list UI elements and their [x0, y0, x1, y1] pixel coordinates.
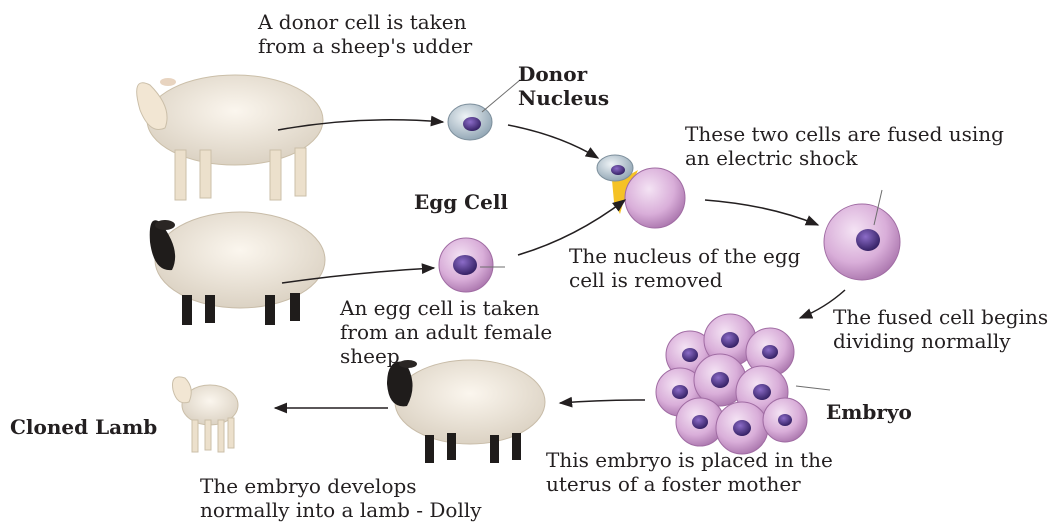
- arrow-donor-to-fusion: [508, 125, 598, 158]
- fused-cell: [824, 190, 900, 280]
- label-donor-nucleus: Donor Nucleus: [518, 62, 609, 110]
- label-fused-cell-dividing: The fused cell begins dividing normally: [833, 305, 1048, 353]
- foster-mother-sheep: [387, 360, 545, 463]
- fusion-cells: [597, 155, 685, 228]
- label-cells-fused: These two cells are fused using an elect…: [685, 122, 1004, 170]
- cloned-lamb: [173, 377, 239, 452]
- egg-donor-sheep: [150, 212, 325, 325]
- label-embryo-develops: The embryo develops normally into a lamb…: [200, 474, 482, 522]
- label-egg-cell-taken: An egg cell is taken from an adult femal…: [340, 296, 552, 368]
- label-cloned-lamb: Cloned Lamb: [10, 415, 157, 439]
- label-donor-cell-taken: A donor cell is taken from a sheep's udd…: [258, 10, 472, 58]
- arrow-embryo-to-foster: [560, 400, 645, 403]
- egg-cell: [439, 238, 505, 292]
- donor-cell: [448, 80, 520, 140]
- label-egg-cell: Egg Cell: [414, 190, 508, 214]
- label-embryo: Embryo: [826, 400, 912, 424]
- donor-sheep: [137, 75, 323, 200]
- embryo-cluster: [656, 314, 830, 454]
- label-embryo-placed: This embryo is placed in the uterus of a…: [546, 448, 833, 496]
- label-nucleus-removed: The nucleus of the egg cell is removed: [569, 244, 800, 292]
- arrow-fusion-to-fused: [705, 200, 818, 225]
